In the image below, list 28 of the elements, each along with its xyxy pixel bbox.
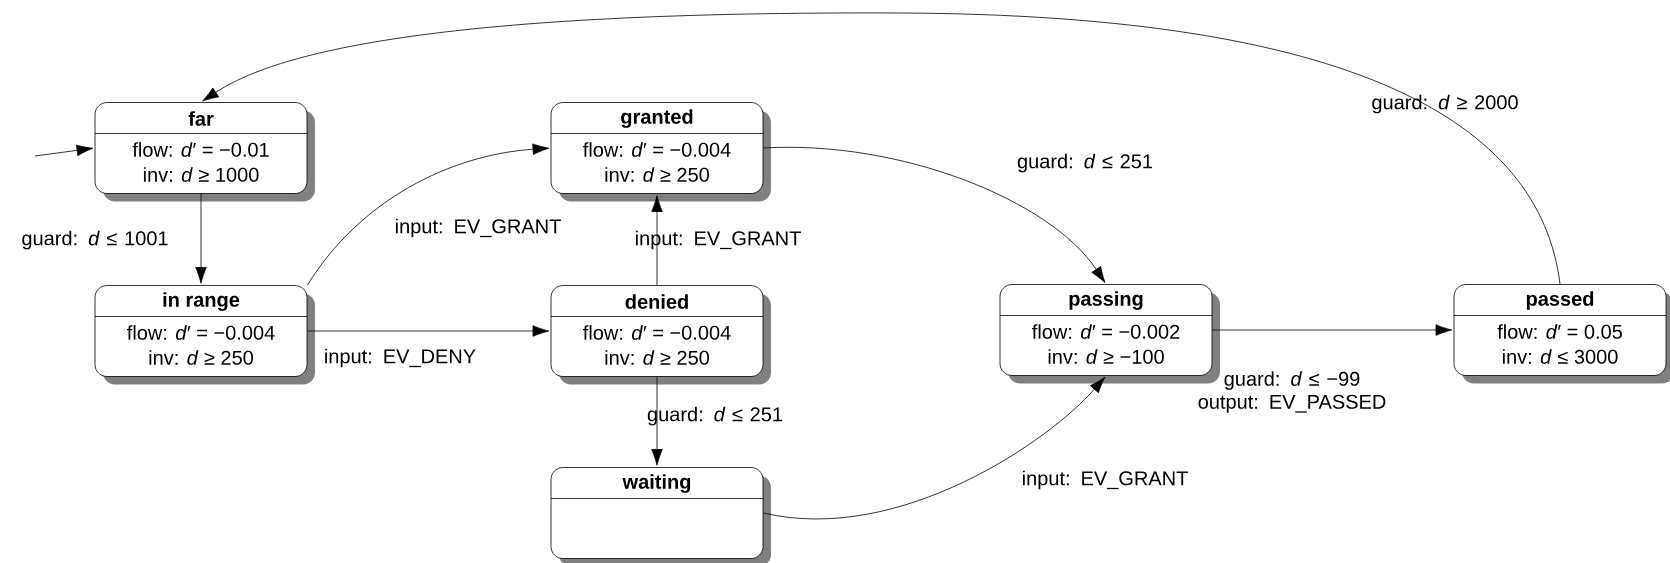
arrow <box>763 376 1106 519</box>
arrow <box>307 325 550 337</box>
state-box: waiting <box>550 467 771 563</box>
edge-label: guard: d ≤ 251 <box>647 406 783 426</box>
node-label: flow: d′ = 0.05 <box>1497 324 1622 339</box>
state-box: in range flow: d′ = −0.004 inv: d ≥ 250 <box>94 285 315 385</box>
arrow <box>651 376 663 466</box>
arrow <box>307 143 550 286</box>
node-label: passed <box>1526 291 1594 310</box>
state-box: granted flow: d′ = −0.004 inv: d ≥ 250 <box>550 102 771 202</box>
state-box: passed flow: d′ = 0.05 inv: d ≤ 3000 <box>1453 284 1670 384</box>
edge-label: guard: d ≤ 1001 <box>22 230 168 250</box>
edge-label: input: EV_GRANT <box>1023 470 1188 490</box>
arrow <box>651 195 663 286</box>
edge-label: input: EV_GRANT <box>636 230 801 250</box>
edge-label: guard: d ≤ 251 <box>1017 153 1153 173</box>
state-box: denied flow: d′ = −0.004 inv: d ≥ 250 <box>550 285 771 385</box>
edge-label: input: EV_DENY <box>325 348 476 368</box>
edge-label: input: EV_GRANT <box>396 218 561 238</box>
arrow <box>202 12 1561 285</box>
arrow <box>34 144 94 157</box>
state-box: passing flow: d′ = −0.002 inv: d ≥ −100 <box>999 284 1220 384</box>
node-label: inv: d ≤ 3000 <box>1502 349 1618 364</box>
arrow <box>195 193 207 284</box>
edge-label: guard: d ≥ 2000 <box>1372 94 1518 114</box>
arrow <box>763 147 1106 283</box>
state-box: far flow: d′ = −0.01 inv: d ≥ 1000 <box>94 102 315 202</box>
arrow <box>1212 324 1453 336</box>
